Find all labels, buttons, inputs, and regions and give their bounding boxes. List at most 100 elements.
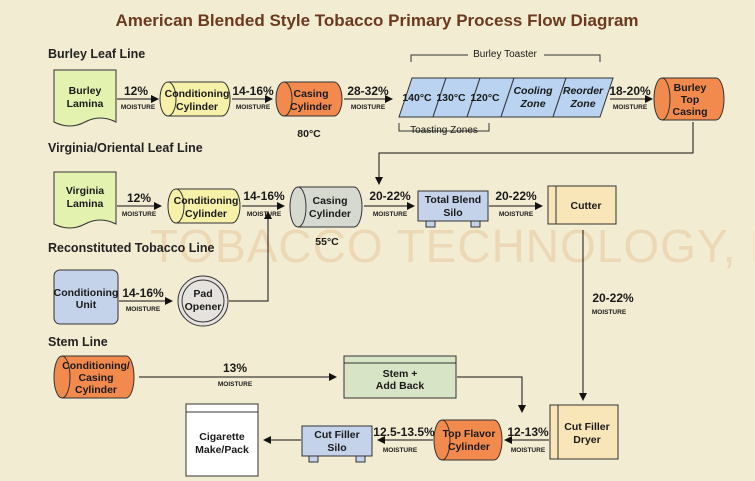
cut-filler-silo-shape <box>301 425 373 457</box>
virginia-lamina-label-1: Virginia <box>66 185 104 197</box>
moisture-value: 18-20% <box>609 84 651 98</box>
watermark: TOBACCO TECHNOLOGY, INC. <box>150 220 755 272</box>
stem-cylinder-label-3: Cylinder <box>75 384 117 396</box>
total-blend-silo-label-1: Total Blend <box>425 194 481 206</box>
cut-filler-silo-label-2: Silo <box>327 442 346 454</box>
moisture-label: MOISTURE <box>592 309 627 316</box>
moisture-label: MOISTURE <box>236 104 271 111</box>
cutter-label: Cutter <box>571 200 602 212</box>
moisture-value: 12-13% <box>507 425 549 439</box>
top-flavor-cylinder-label-2: Cylinder <box>448 441 490 453</box>
moisture-label: MOISTURE <box>499 211 534 218</box>
conditioning-unit-label-1: Conditioning <box>54 287 119 299</box>
moisture-label: MOISTURE <box>218 381 253 388</box>
casing-cylinder-1-label-2: Cylinder <box>290 101 332 113</box>
casing-cylinder-2-shape <box>289 186 363 228</box>
silo-leg <box>425 220 436 228</box>
cut-filler-dryer-shape <box>549 404 619 460</box>
burley-top-casing-label-2: Top <box>681 94 699 106</box>
burley-to-blend-connector <box>375 122 694 185</box>
toaster-zone-5 <box>552 77 614 118</box>
moisture-label: MOISTURE <box>122 211 157 218</box>
stem-cylinder-label-2: Casing <box>78 372 113 384</box>
burley-top-casing-shape <box>653 77 725 121</box>
burley-toaster <box>398 77 614 118</box>
cigarette-make-pack-label-2: Make/Pack <box>195 444 249 456</box>
burley-top-casing-label-3: Casing <box>672 106 707 118</box>
moisture-value: 20-22% <box>592 291 634 305</box>
toaster-title-bg <box>468 47 544 61</box>
toaster-zone-temp-1: 140°C <box>402 92 432 104</box>
moisture-value: 12.5-13.5% <box>373 425 435 439</box>
silo-leg <box>470 220 481 228</box>
stem-add-back-label-1: Stem + <box>383 368 418 380</box>
cylinder-rim <box>297 186 307 228</box>
moisture-value: 12% <box>124 84 148 98</box>
top-flavor-cylinder-label-1: Top Flavor <box>443 428 496 440</box>
conditioning-cylinder-1-label-1: Conditioning <box>165 88 230 100</box>
section-burley: Burley Leaf Line <box>48 47 145 61</box>
moisture-value: 14-16% <box>232 84 274 98</box>
moisture-value: 14-16% <box>122 286 164 300</box>
moisture-label: MOISTURE <box>121 104 156 111</box>
moisture-label: MOISTURE <box>383 447 418 454</box>
section-virginia: Virginia/Oriental Leaf Line <box>48 141 203 155</box>
cylinder-rim <box>61 355 71 399</box>
moisture-label: MOISTURE <box>613 104 648 111</box>
casing-cylinder-2-label-1: Casing <box>312 195 347 207</box>
page-title: American Blended Style Tobacco Primary P… <box>115 11 638 30</box>
stem-add-back-label-2: Add Back <box>376 380 425 392</box>
cylinder-rim <box>441 419 451 461</box>
reorder-zone-label-2: Zone <box>569 98 595 110</box>
conditioning-unit-label-2: Unit <box>76 299 97 311</box>
conditioning-cylinder-1-shape <box>159 81 231 117</box>
cooling-zone-label-2: Zone <box>519 98 545 110</box>
conditioning-cylinder-2-shape <box>167 188 241 224</box>
burley-top-casing-label-1: Burley <box>674 82 707 94</box>
moisture-value: 20-22% <box>369 189 411 203</box>
section-recon: Reconstituted Tobacco Line <box>48 241 214 255</box>
conditioning-cylinder-1-label-2: Cylinder <box>176 101 218 113</box>
toaster-zone-temp-3: 120°C <box>470 92 500 104</box>
conditioning-cylinder-2-label-1: Conditioning <box>174 195 239 207</box>
pad-opener-inner-ring <box>181 279 225 323</box>
cut-filler-dryer-label-1: Cut Filler <box>564 421 610 433</box>
pad-opener-label-2: Opener <box>185 301 222 313</box>
moisture-value: 13% <box>223 361 247 375</box>
casing-temp-80: 80°C <box>297 128 321 140</box>
top-flavor-cylinder-shape <box>433 419 503 461</box>
conditioning-unit-shape <box>53 269 119 325</box>
toaster-zone-temp-2: 130°C <box>436 92 466 104</box>
cooling-zone-label-1: Cooling <box>513 85 553 97</box>
casing-cylinder-1-shape <box>275 81 343 117</box>
moisture-value: 14-16% <box>243 189 285 203</box>
pad-opener-label-1: Pad <box>193 288 212 300</box>
burley-lamina-label-1: Burley <box>69 85 102 97</box>
conditioning-cylinder-2-label-2: Cylinder <box>185 208 227 220</box>
cylinder-rim <box>661 77 671 121</box>
casing-cylinder-1-label-1: Casing <box>293 88 328 100</box>
moisture-label: MOISTURE <box>126 306 161 313</box>
reorder-zone-label-1: Reorder <box>563 85 604 97</box>
cigarette-make-pack-shape <box>185 403 259 477</box>
toasting-zones-label: Toasting Zones <box>410 125 478 136</box>
burley-lamina-label-2: Lamina <box>67 98 104 110</box>
pad-opener-to-casing-connector <box>229 211 272 302</box>
moisture-label: MOISTURE <box>247 211 282 218</box>
moisture-value: 12% <box>127 191 151 205</box>
cut-filler-dryer-label-2: Dryer <box>573 434 600 446</box>
pad-opener-shape <box>177 275 229 327</box>
moisture-label: MOISTURE <box>351 104 386 111</box>
casing-cylinder-2-label-2: Cylinder <box>309 208 351 220</box>
silo-leg <box>355 455 366 463</box>
silo-leg <box>308 455 319 463</box>
virginia-lamina-label-2: Lamina <box>67 198 104 210</box>
casing-temp-55: 55°C <box>315 236 339 248</box>
toasting-zones-bracket <box>398 123 490 132</box>
moisture-label: MOISTURE <box>511 447 546 454</box>
stem-to-dryer-connector <box>457 376 526 413</box>
toaster-title: Burley Toaster <box>473 49 537 60</box>
cigarette-make-pack-label-1: Cigarette <box>199 431 245 443</box>
